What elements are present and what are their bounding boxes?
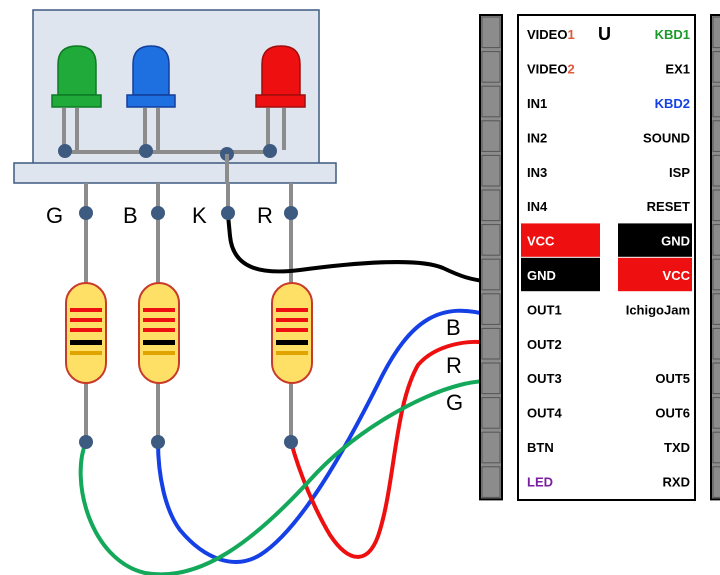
strip-pin [481, 189, 501, 222]
led-legs [62, 108, 286, 150]
led-board-base [13, 162, 337, 184]
pin-right-label: OUT6 [655, 406, 690, 421]
pin-left-label: IN4 [527, 199, 548, 214]
strip-pin [481, 362, 501, 395]
strip-pin [712, 258, 720, 291]
pin-right-label: ISP [669, 165, 690, 180]
pin-right-label: SOUND [643, 130, 690, 145]
strip-pin [712, 466, 720, 498]
wire-green [78, 379, 493, 575]
pin-right-label: TXD [664, 440, 690, 455]
pin-right-label: IchigoJam [626, 302, 690, 317]
lead-label-k: K [192, 203, 207, 228]
wire-label-g: G [446, 390, 463, 415]
strip-pin [712, 362, 720, 395]
pin-left-sub: 1 [567, 27, 574, 42]
resistor-nodes [79, 206, 298, 449]
led-red [255, 45, 306, 108]
strip-pin [481, 258, 501, 291]
strip-frame [710, 14, 720, 501]
strip-pin [481, 397, 501, 429]
pin-left-bg [521, 223, 600, 257]
pin-right-label: GND [661, 234, 690, 249]
wire-label-b: B [446, 315, 461, 340]
strip-pin [481, 466, 501, 498]
strip-pin [481, 327, 501, 360]
led-blue [126, 45, 176, 108]
strip-pin [481, 293, 501, 325]
pin-right-label: VCC [663, 268, 691, 283]
pin-right-label: EX1 [665, 62, 690, 77]
pin-left-label: VCC [527, 234, 555, 249]
strip-pin [712, 51, 720, 83]
pin-right-label: RXD [663, 474, 690, 489]
pin-left-label: LED [527, 474, 553, 489]
strip-pin [712, 224, 720, 256]
pin-left-label: OUT2 [527, 337, 562, 352]
led-green [51, 45, 102, 108]
pin-right-label: KBD1 [655, 27, 690, 42]
pin-right-bg [618, 257, 692, 292]
wire-red [289, 339, 493, 559]
pin-left-label: OUT4 [527, 406, 562, 421]
strip-pin [712, 154, 720, 187]
resistor-green [65, 282, 107, 384]
resistor-red [271, 282, 313, 384]
pin-left-label: IN1 [527, 96, 547, 111]
strip-pin [712, 120, 720, 152]
pin-right-label: RESET [647, 199, 690, 214]
strip-pin [481, 154, 501, 187]
pin-left-label: IN2 [527, 130, 547, 145]
wire-blue [156, 308, 493, 564]
strip-pin [481, 431, 501, 464]
resistor-blue [138, 282, 180, 384]
strip-pin [712, 397, 720, 429]
strip-pin [481, 16, 501, 49]
wire-labels: B R G [446, 315, 463, 415]
header-title: U [598, 24, 611, 44]
pin-left-label: IN3 [527, 165, 547, 180]
pin-left-label: OUT1 [527, 302, 562, 317]
pin-left-label: VIDEO1 [527, 27, 575, 42]
strip-pin [481, 120, 501, 152]
pin-right-label: OUT5 [655, 371, 690, 386]
strip-pin [712, 189, 720, 222]
strip-pin [481, 224, 501, 256]
lead-label-r: R [257, 203, 273, 228]
strip-pin [712, 327, 720, 360]
lead-labels: G B K R [46, 203, 273, 228]
header-strip-right [710, 14, 720, 501]
strip-pin [481, 51, 501, 83]
pin-left-label: VIDEO2 [527, 62, 575, 77]
pin-left-sub: 2 [567, 62, 574, 77]
wire-label-r: R [446, 353, 462, 378]
connector-block [517, 14, 696, 501]
lead-label-b: B [123, 203, 138, 228]
strip-pin [712, 293, 720, 325]
pin-right-label: KBD2 [655, 96, 690, 111]
pin-left-label: GND [527, 268, 556, 283]
pin-right-bg [618, 223, 692, 257]
lead-label-g: G [46, 203, 63, 228]
strip-pin [712, 85, 720, 118]
pin-left-label: OUT3 [527, 371, 562, 386]
pin-left-label: BTN [527, 440, 554, 455]
wire-black-gnd [226, 214, 493, 284]
strip-pin [712, 431, 720, 464]
strip-pin [712, 16, 720, 49]
strip-pin [481, 85, 501, 118]
header-strip-left [479, 14, 503, 501]
pin-left-bg [521, 257, 600, 292]
